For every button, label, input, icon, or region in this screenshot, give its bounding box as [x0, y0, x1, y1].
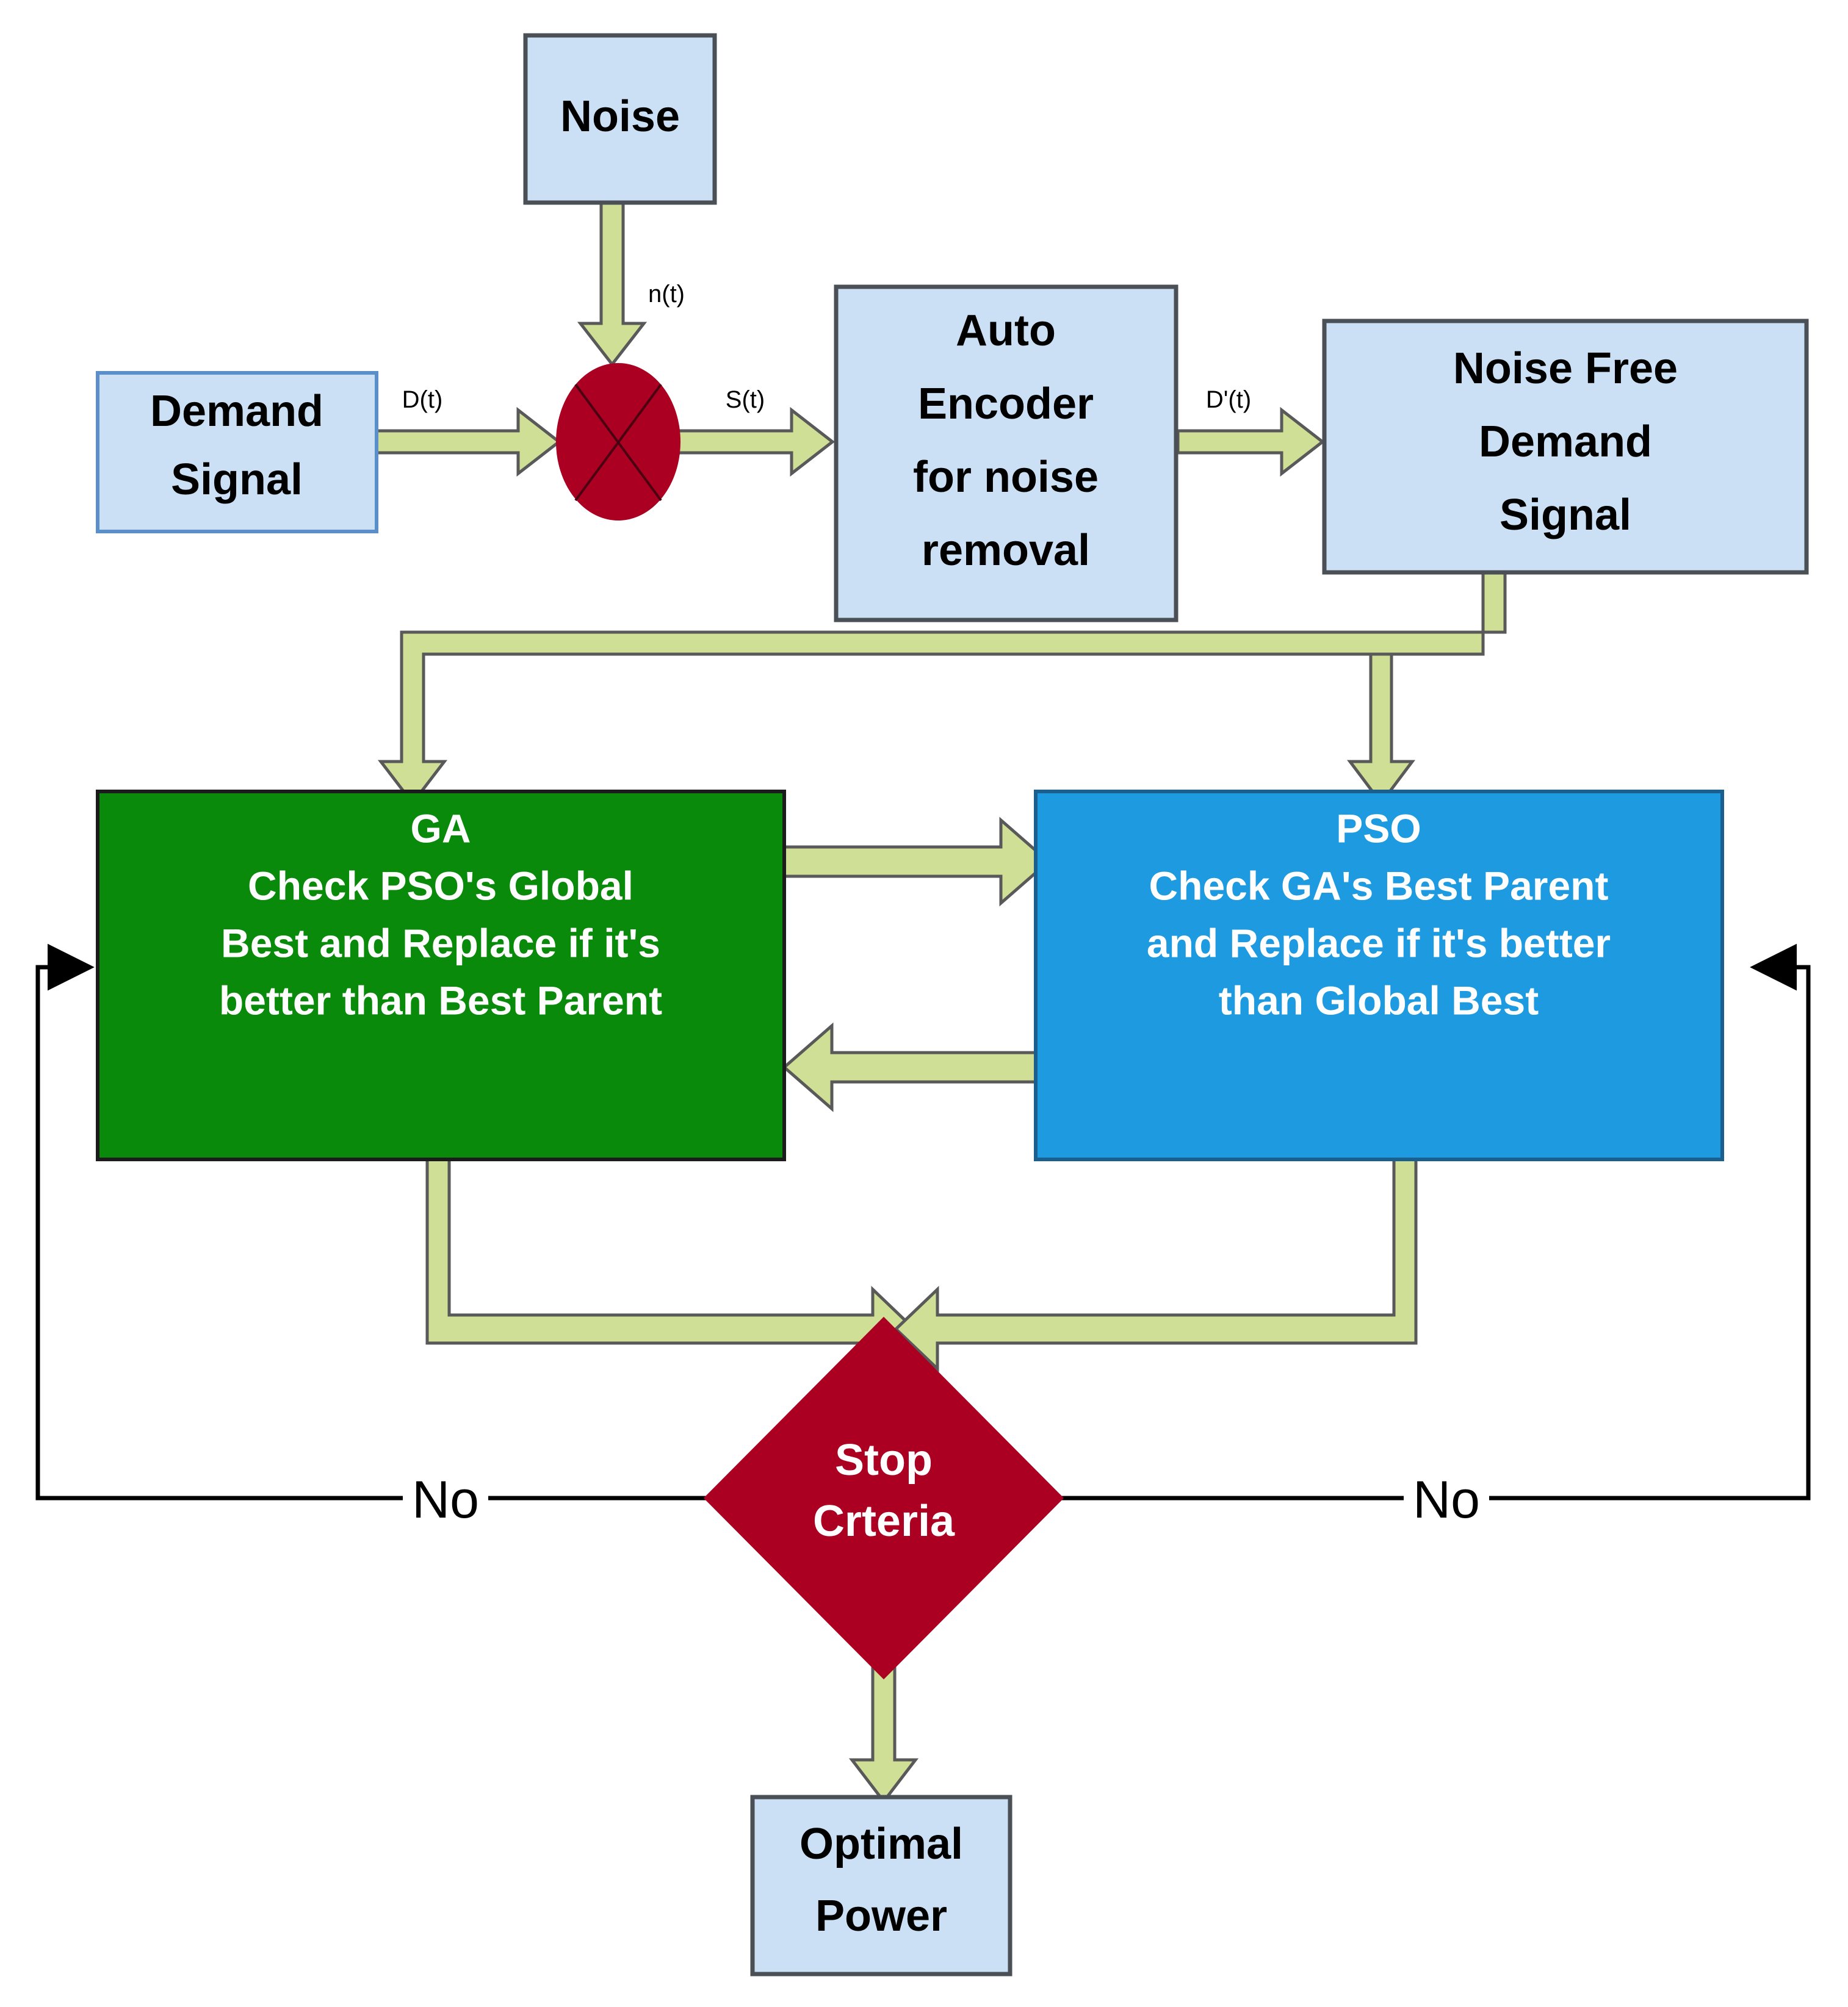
node-noise-free-line3: Signal [1500, 491, 1631, 539]
node-auto-encoder-line4: removal [922, 526, 1090, 575]
node-noise-free-line1: Noise Free [1453, 344, 1678, 393]
branch-label-no-right-group: No [1404, 1458, 1489, 1538]
branch-label-no-right: No [1413, 1471, 1480, 1529]
arrow-pso-to-stop [893, 1158, 1418, 1372]
node-optimal-power[interactable]: Optimal Power [750, 1795, 1012, 1976]
arrow-noisefree-to-ga [377, 569, 1507, 806]
node-stop-criteria[interactable]: Stop Crteria [703, 1316, 1064, 1680]
edge-label-s-of-t: S(t) [726, 386, 765, 413]
branch-label-no-left-group: No [403, 1458, 488, 1538]
arrow-ga-to-stop [425, 1158, 917, 1372]
arrow-demand-to-sum [374, 406, 562, 477]
node-pso-line3: than Global Best [1219, 978, 1539, 1023]
arrow-noise-to-sum [577, 201, 648, 367]
node-auto-encoder-line3: for noise [913, 453, 1099, 502]
arrow-encoder-to-noisefree [1176, 406, 1326, 477]
node-optimal-power-line2: Power [815, 1892, 947, 1940]
arrow-stop-to-optimal [848, 1664, 919, 1804]
node-optimal-power-line1: Optimal [799, 1820, 963, 1868]
node-summing-junction[interactable] [556, 363, 680, 521]
node-auto-encoder-line2: Encoder [918, 380, 1094, 428]
node-stop-criteria-line1: Stop [835, 1436, 933, 1485]
node-demand-signal-line1: Demand [150, 387, 323, 436]
feedback-line-left-no [35, 943, 707, 1501]
edge-label-d-of-t: D(t) [402, 386, 443, 413]
edge-label-d-prime-of-t: D'(t) [1206, 386, 1251, 413]
node-noise-label: Noise [560, 92, 680, 141]
node-demand-signal-line2: Signal [171, 455, 303, 504]
node-ga[interactable]: GA Check PSO's Global Best and Replace i… [96, 790, 786, 1161]
node-ga-line2: Best and Replace if it's [221, 920, 660, 965]
node-noise-free-line2: Demand [1479, 417, 1652, 466]
node-noise-free-demand-signal[interactable]: Noise Free Demand Signal [1322, 319, 1809, 575]
node-demand-signal[interactable]: Demand Signal [96, 371, 378, 533]
node-auto-encoder-line1: Auto [956, 306, 1056, 355]
node-auto-encoder[interactable]: Auto Encoder for noise removal [834, 284, 1178, 622]
node-pso-title: PSO [1336, 805, 1421, 851]
edge-label-n-of-t: n(t) [648, 281, 685, 308]
node-stop-criteria-line2: Crteria [813, 1497, 955, 1546]
branch-label-no-left: No [412, 1471, 479, 1529]
arrow-noisefree-to-pso [1347, 652, 1415, 806]
node-ga-line3: better than Best Parent [219, 978, 662, 1023]
arrow-pso-to-ga [782, 1022, 1050, 1112]
node-ga-line1: Check PSO's Global [248, 863, 633, 908]
arrow-sum-to-encoder [676, 406, 836, 477]
node-pso[interactable]: PSO Check GA's Best Parent and Replace i… [1034, 790, 1724, 1161]
node-pso-line1: Check GA's Best Parent [1149, 863, 1609, 908]
arrow-ga-to-pso [782, 816, 1051, 907]
node-noise[interactable]: Noise [523, 33, 717, 205]
node-pso-line2: and Replace if it's better [1147, 920, 1611, 965]
node-ga-title: GA [411, 805, 471, 851]
